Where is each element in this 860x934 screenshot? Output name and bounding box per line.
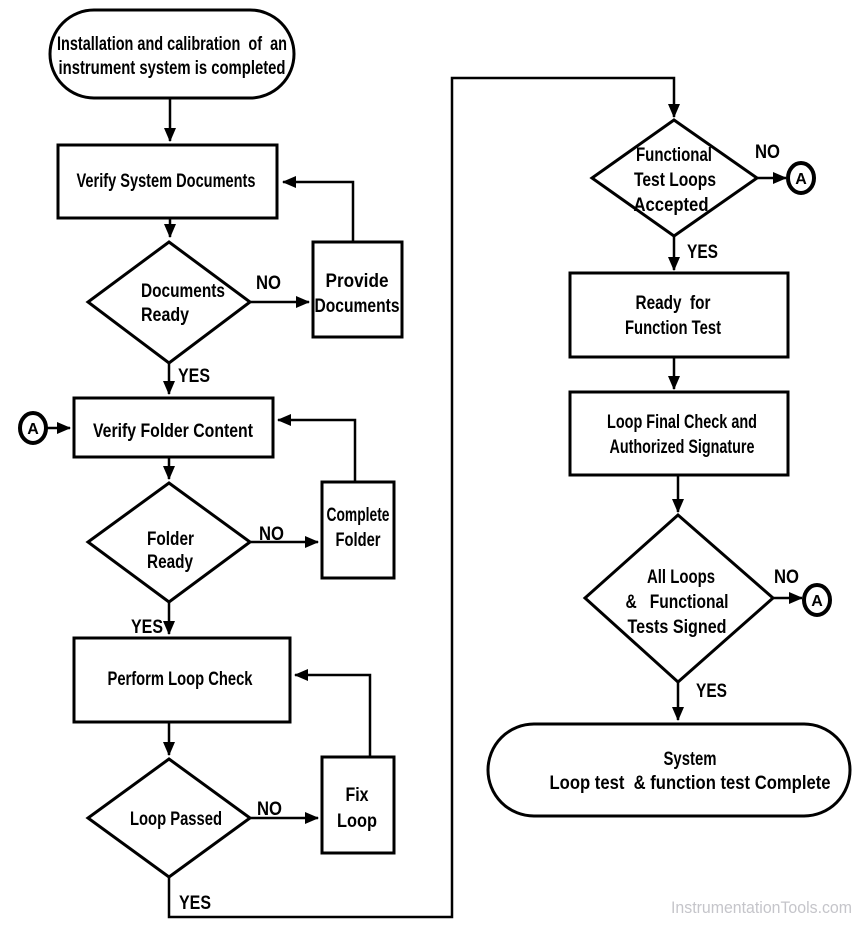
connector-a-bottom-right: A (802, 583, 832, 617)
node-fix-loop: Fix Loop (320, 755, 396, 855)
edge-provide-documents-feedback (282, 176, 355, 242)
edge-complete-folder-feedback (277, 414, 357, 482)
functional-test-loops-accepted-text-line1: Functional (636, 145, 712, 166)
folder-ready-shape (85, 481, 253, 604)
edge-loop-passed-yes-to-functional-test (167, 76, 680, 919)
verify-system-documents-text: Verify System Documents (77, 171, 256, 192)
verify-folder-content-shape (72, 396, 275, 459)
connector-a-top-right-text: A (795, 171, 807, 188)
connector-a-top-right: A (786, 161, 816, 195)
folder-ready-text-line2: Ready (147, 552, 193, 573)
ready-for-function-test-text-line1: Ready for (636, 293, 711, 314)
decision-loop-passed: Loop Passed (85, 757, 253, 879)
all-loops-tests-signed-shape (582, 512, 776, 685)
start-terminal-text-line1: Installation and calibration of an (57, 34, 287, 55)
no-label-folder-ready: NO (259, 524, 284, 545)
loop-final-check-text-line1: Loop Final Check and (607, 412, 757, 433)
connector-a-left-text: A (27, 421, 39, 438)
no-label-all-loops: NO (774, 567, 799, 588)
yes-label-loop-passed: YES (179, 893, 211, 914)
decision-folder-ready: Folder Ready (85, 481, 253, 604)
node-perform-loop-check: Perform Loop Check (72, 636, 292, 724)
fix-loop-text-line1: Fix (346, 785, 369, 806)
complete-folder-shape (320, 480, 396, 580)
verify-folder-content-text: Verify Folder Content (93, 421, 254, 442)
connector-a-bottom-right-text: A (811, 593, 823, 610)
perform-loop-check-text: Perform Loop Check (108, 669, 253, 690)
no-label-loop-passed: NO (257, 799, 282, 820)
all-loops-tests-signed-text-line3: Tests Signed (628, 617, 727, 638)
provide-documents-text-line1: Provide (326, 271, 389, 292)
fix-loop-shape (320, 755, 396, 855)
yes-label-all-loops: YES (696, 681, 727, 702)
connector-a-left: A (18, 411, 48, 445)
loop-final-check-shape (568, 390, 790, 477)
connector-a-top-right-shape (786, 161, 816, 195)
node-verify-folder-content: Verify Folder Content (72, 396, 275, 459)
provide-documents-shape (311, 240, 404, 339)
end-terminal-shape (486, 722, 852, 818)
loop-passed-shape (85, 757, 253, 879)
node-start-terminal: Installation and calibration of an instr… (48, 8, 296, 100)
decision-functional-test-loops-accepted: Functional Test Loops Accepted (589, 118, 760, 238)
connector-a-bottom-right-shape (802, 583, 832, 617)
end-terminal-text-line2: Loop test & function test Complete (550, 773, 831, 794)
yes-label-functional-test: YES (687, 242, 718, 263)
yes-label-folder-ready: YES (131, 617, 163, 638)
all-loops-tests-signed-text-line2: & Functional (626, 592, 729, 613)
decision-all-loops-tests-signed: All Loops & Functional Tests Signed (582, 512, 776, 685)
connector-a-left-shape (18, 411, 48, 445)
node-provide-documents: Provide Documents (311, 240, 404, 339)
folder-ready-text-line1: Folder (147, 529, 194, 550)
complete-folder-text-line2: Folder (336, 530, 381, 551)
documents-ready-shape (85, 240, 253, 365)
node-verify-system-documents: Verify System Documents (56, 143, 279, 220)
node-loop-final-check: Loop Final Check and Authorized Signatur… (568, 390, 790, 477)
ready-for-function-test-text-line2: Function Test (625, 318, 722, 339)
start-terminal-shape (48, 8, 296, 100)
start-terminal-text-line2: instrument system is completed (59, 58, 286, 79)
node-ready-for-function-test: Ready for Function Test (568, 271, 790, 359)
branch-labels: NO YES NO YES NO YES NO YES NO YES (131, 142, 799, 914)
all-loops-tests-signed-text-line1: All Loops (647, 567, 715, 588)
no-label-functional-test: NO (755, 142, 780, 163)
ready-for-function-test-shape (568, 271, 790, 359)
loop-final-check-text-line2: Authorized Signature (610, 437, 755, 458)
watermark-text: InstrumentationTools.com (671, 898, 852, 917)
documents-ready-text-line2: Ready (141, 305, 189, 326)
decision-documents-ready: Documents Ready (85, 240, 253, 365)
end-terminal-text-line1: System (664, 749, 717, 770)
functional-test-loops-accepted-text-line3: Accepted (634, 195, 709, 216)
functional-test-loops-accepted-text-line2: Test Loops (634, 170, 716, 191)
provide-documents-text-line2: Documents (315, 296, 400, 317)
node-end-terminal: System Loop test & function test Complet… (486, 722, 852, 818)
perform-loop-check-shape (72, 636, 292, 724)
functional-test-loops-accepted-shape (589, 118, 760, 238)
yes-label-documents-ready: YES (178, 366, 210, 387)
edges (46, 76, 803, 919)
edge-fix-loop-feedback (294, 669, 372, 757)
node-complete-folder: Complete Folder (320, 480, 396, 580)
no-label-documents-ready: NO (256, 273, 281, 294)
complete-folder-text-line1: Complete (327, 505, 390, 526)
fix-loop-text-line2: Loop (337, 811, 377, 832)
verify-system-documents-shape (56, 143, 279, 220)
loop-passed-text: Loop Passed (130, 809, 222, 830)
documents-ready-text-line1: Documents (141, 281, 225, 302)
